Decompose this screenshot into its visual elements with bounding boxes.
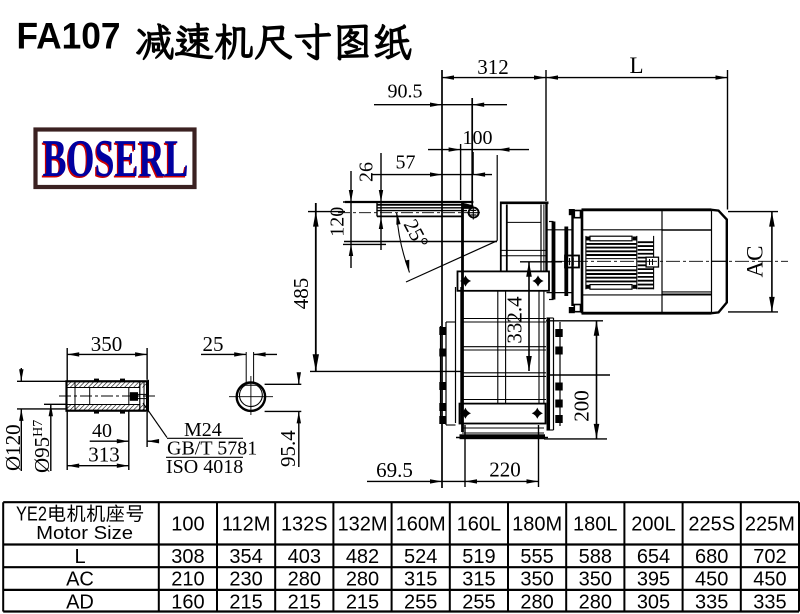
svg-text:482: 482: [346, 546, 379, 568]
svg-text:230: 230: [229, 569, 262, 591]
svg-text:100: 100: [463, 127, 493, 149]
svg-text:450: 450: [753, 569, 786, 591]
svg-text:354: 354: [229, 546, 262, 568]
svg-text:AD: AD: [66, 591, 94, 613]
svg-text:M24: M24: [184, 419, 222, 441]
svg-text:25: 25: [203, 332, 224, 356]
svg-text:120: 120: [326, 207, 348, 237]
svg-text:Ø120: Ø120: [1, 424, 25, 471]
svg-text:160: 160: [171, 591, 204, 613]
svg-text:AC: AC: [66, 569, 94, 591]
svg-text:210: 210: [171, 569, 204, 591]
svg-text:519: 519: [462, 546, 495, 568]
svg-text:395: 395: [637, 569, 670, 591]
svg-text:220: 220: [489, 458, 521, 482]
svg-text:26: 26: [356, 162, 378, 182]
svg-text:313: 313: [88, 443, 120, 467]
svg-text:FA107: FA107: [17, 16, 121, 57]
svg-text:YE2: YE2: [16, 504, 47, 526]
svg-text:312: 312: [477, 55, 509, 79]
svg-text:Motor Size: Motor Size: [36, 523, 133, 543]
svg-text:450: 450: [695, 569, 728, 591]
svg-text:AC: AC: [743, 246, 768, 278]
svg-text:654: 654: [637, 546, 670, 568]
svg-text:350: 350: [579, 569, 612, 591]
svg-text:225S: 225S: [688, 514, 735, 536]
svg-text:225M: 225M: [745, 514, 795, 536]
svg-text:BOSERL: BOSERL: [43, 130, 189, 188]
svg-text:ISO 4018: ISO 4018: [166, 456, 243, 478]
svg-text:588: 588: [579, 546, 612, 568]
svg-text:215: 215: [288, 591, 321, 613]
svg-text:255: 255: [462, 591, 495, 613]
svg-text:280: 280: [346, 569, 379, 591]
svg-text:132M: 132M: [337, 514, 387, 536]
svg-text:280: 280: [520, 591, 553, 613]
svg-text:315: 315: [404, 569, 437, 591]
svg-text:132S: 132S: [281, 514, 328, 536]
svg-text:180M: 180M: [512, 514, 562, 536]
svg-text:308: 308: [171, 546, 204, 568]
svg-text:215: 215: [229, 591, 262, 613]
svg-text:280: 280: [579, 591, 612, 613]
svg-text:100: 100: [171, 514, 204, 536]
svg-text:215: 215: [346, 591, 379, 613]
svg-text:335: 335: [753, 591, 786, 613]
svg-text:280: 280: [288, 569, 321, 591]
svg-text:305: 305: [637, 591, 670, 613]
svg-text:112M: 112M: [222, 514, 271, 536]
svg-text:702: 702: [753, 546, 786, 568]
svg-text:350: 350: [91, 332, 123, 356]
svg-text:350: 350: [520, 569, 553, 591]
svg-text:BOSERL: BOSERL: [41, 131, 187, 189]
svg-text:200: 200: [570, 390, 594, 422]
svg-text:403: 403: [288, 546, 321, 568]
svg-text:L: L: [629, 53, 643, 78]
svg-text:90.5: 90.5: [388, 81, 423, 103]
svg-text:180L: 180L: [573, 514, 618, 536]
svg-text:160M: 160M: [396, 514, 446, 536]
svg-text:160L: 160L: [457, 514, 502, 536]
svg-text:680: 680: [695, 546, 728, 568]
svg-text:332.4: 332.4: [502, 296, 526, 344]
svg-text:485: 485: [289, 278, 313, 310]
svg-text:524: 524: [404, 546, 437, 568]
svg-text:335: 335: [695, 591, 728, 613]
svg-text:57: 57: [396, 152, 416, 174]
svg-text:95.4: 95.4: [276, 430, 300, 467]
svg-text:315: 315: [462, 569, 495, 591]
svg-text:555: 555: [520, 546, 553, 568]
svg-text:200L: 200L: [631, 514, 676, 536]
svg-text:69.5: 69.5: [376, 458, 413, 482]
svg-text:L: L: [74, 546, 85, 568]
svg-text:GB/T 5781: GB/T 5781: [167, 438, 257, 460]
svg-text:255: 255: [404, 591, 437, 613]
svg-text:40: 40: [92, 420, 112, 442]
